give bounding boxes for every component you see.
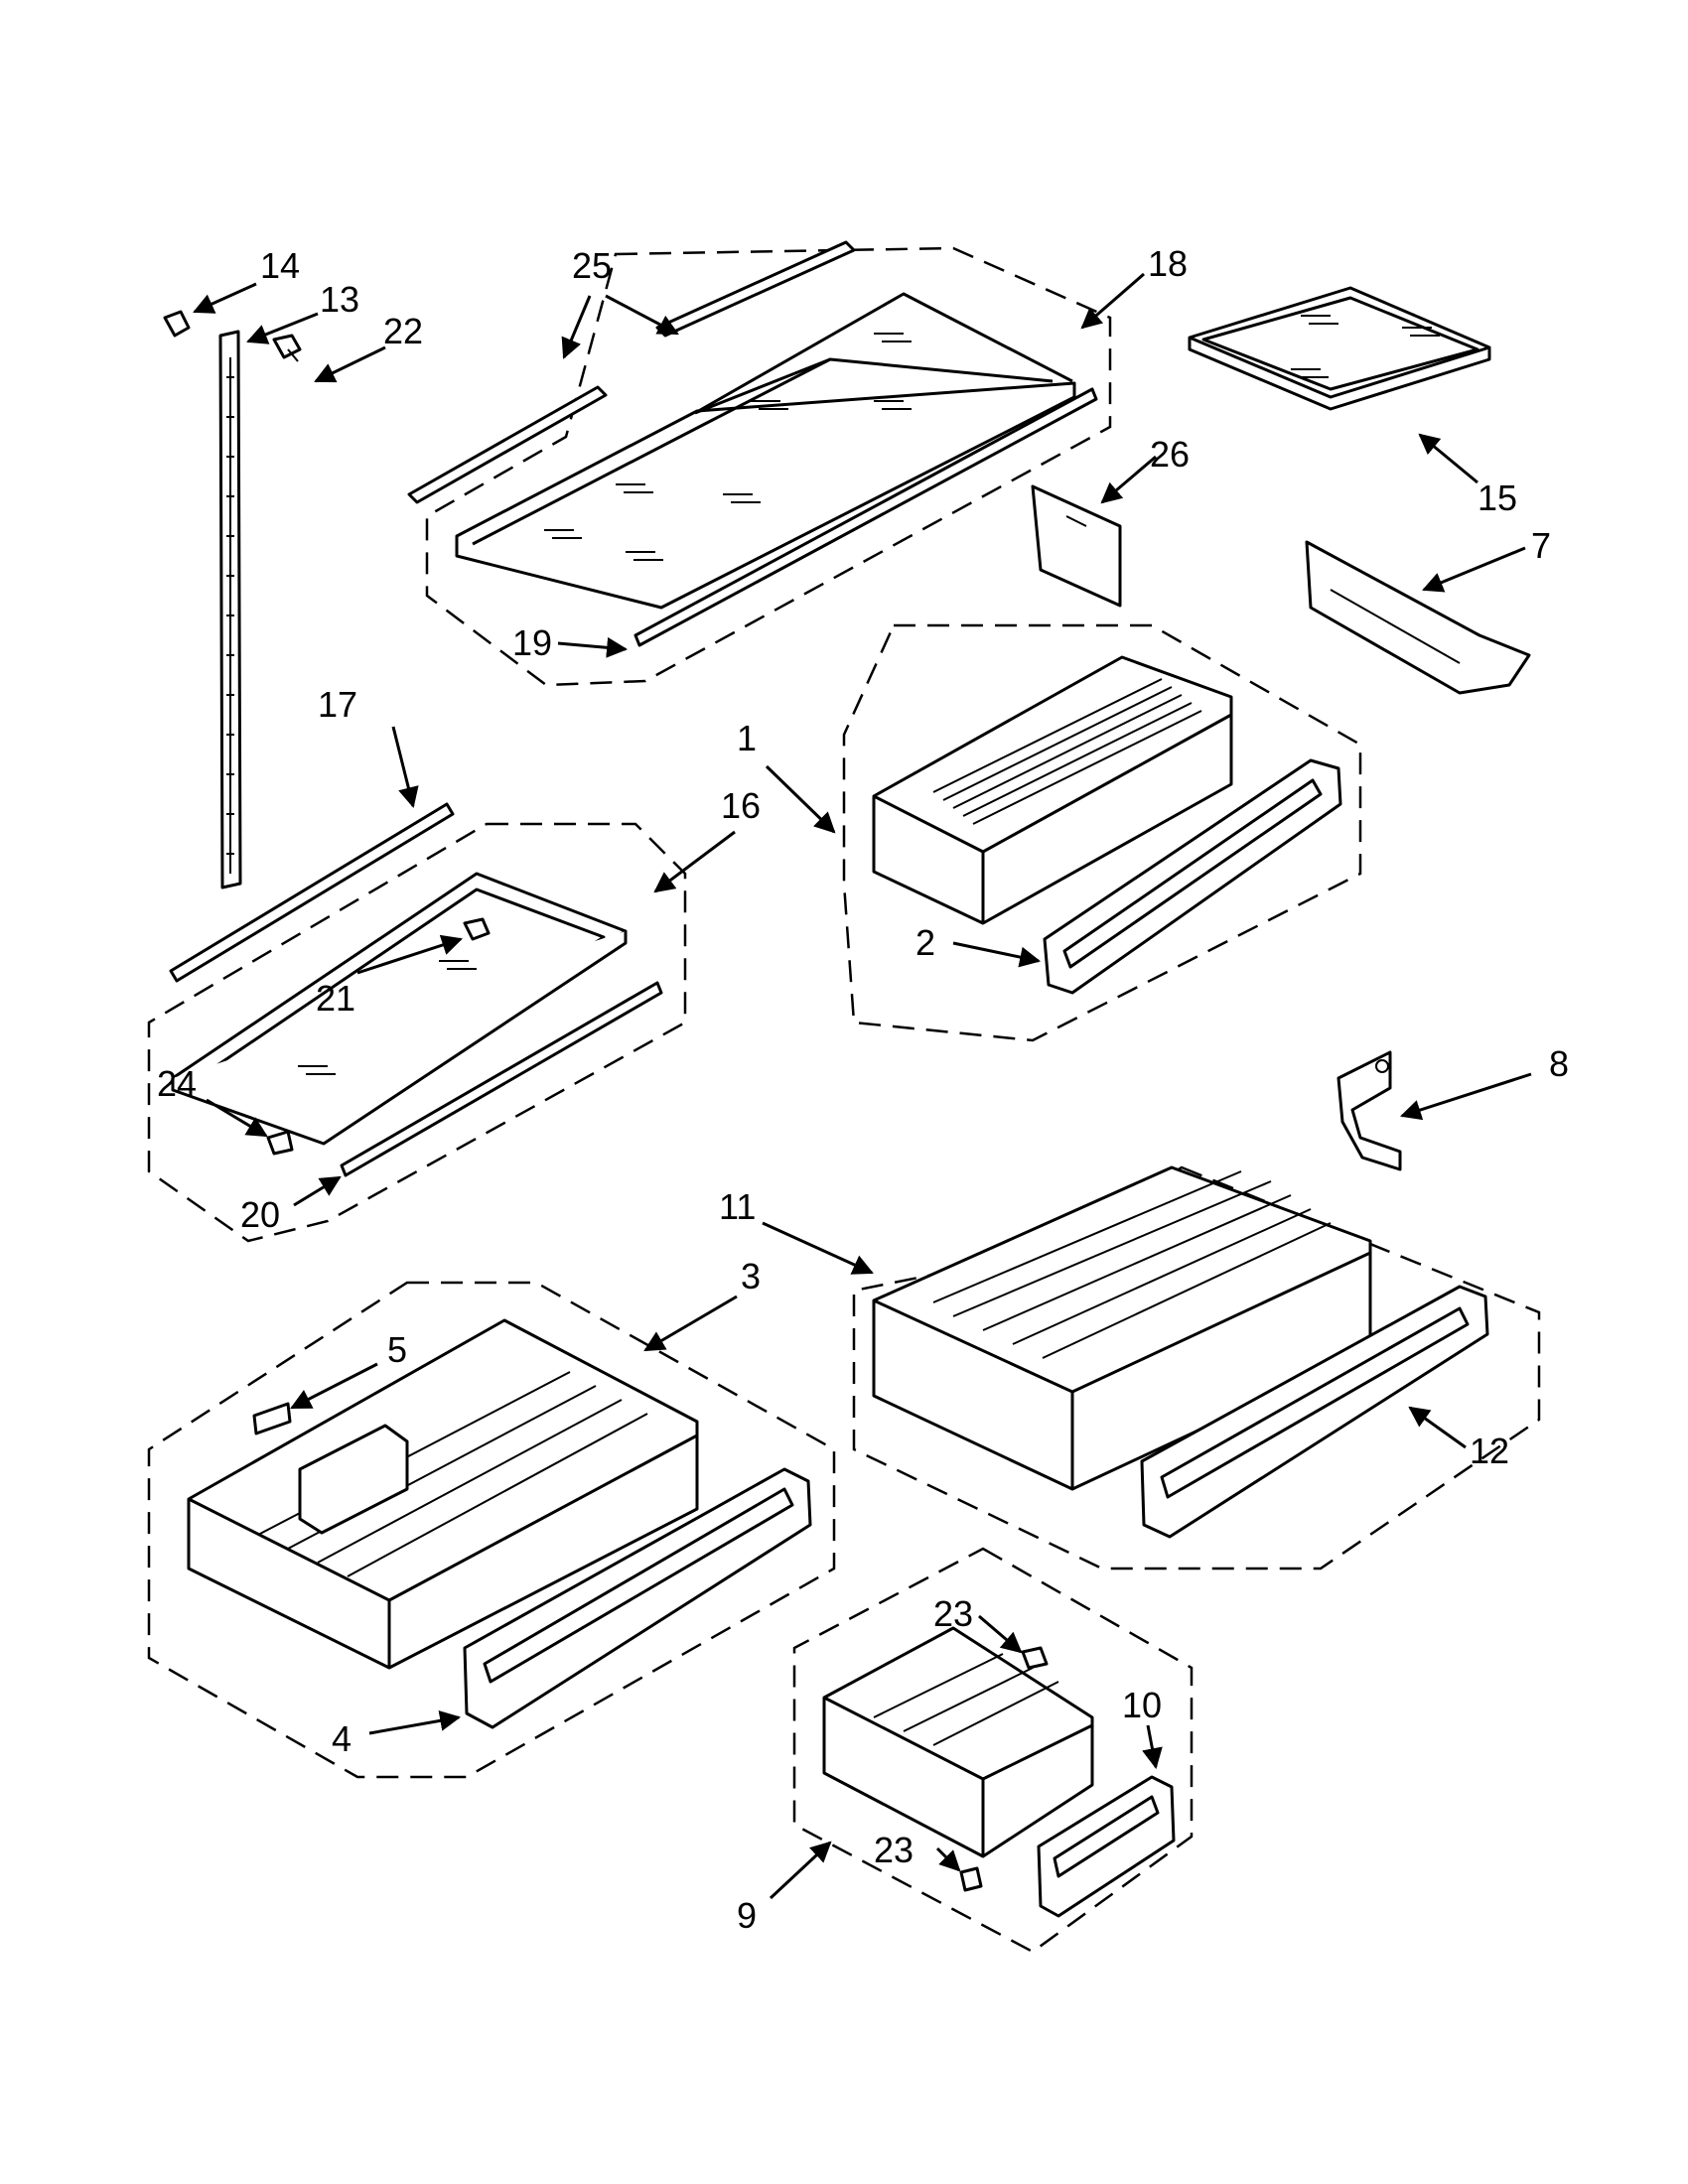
callout-13: 13 [320, 279, 359, 320]
callout-23-top: 23 [933, 1593, 973, 1634]
callout-25: 25 [572, 245, 612, 286]
mounting-bracket [1336, 1050, 1402, 1171]
callout-7: 7 [1531, 525, 1551, 566]
callout-14: 14 [260, 245, 300, 286]
drawer-group-small [792, 1547, 1194, 1954]
middle-shelf-group [147, 802, 687, 1243]
divider-panel [1031, 484, 1122, 608]
small-glass-shelf [1188, 286, 1491, 411]
callout-1: 1 [737, 718, 757, 758]
rail-clip [163, 310, 191, 338]
rail-screw [272, 334, 302, 362]
callout-26: 26 [1150, 434, 1190, 475]
upper-shelf-group [407, 240, 1112, 687]
callout-2: 2 [915, 922, 935, 963]
drawer-group-right [852, 1165, 1541, 1570]
callout-5: 5 [387, 1329, 407, 1370]
callout-9: 9 [737, 1895, 757, 1936]
callout-20: 20 [240, 1194, 280, 1235]
callout-8: 8 [1549, 1043, 1569, 1084]
callout-22: 22 [383, 311, 423, 351]
callout-15: 15 [1477, 478, 1517, 518]
drawer-group-left [147, 1281, 836, 1779]
crisper-cover [1305, 540, 1531, 695]
shelf-ladder-rail [218, 330, 242, 889]
callout-19: 19 [512, 622, 552, 663]
leader-lines [193, 272, 1532, 1900]
callout-3: 3 [741, 1256, 761, 1297]
callout-24: 24 [157, 1063, 197, 1104]
callout-4: 4 [332, 1718, 352, 1759]
callout-17: 17 [318, 684, 357, 725]
callout-10: 10 [1122, 1685, 1162, 1725]
callout-23-bottom: 23 [874, 1830, 914, 1870]
drawer-group-upper [842, 623, 1362, 1042]
callout-16: 16 [721, 785, 761, 826]
callout-21: 21 [316, 978, 355, 1019]
callout-12: 12 [1470, 1431, 1509, 1471]
callout-18: 18 [1148, 243, 1188, 284]
callout-11: 11 [719, 1186, 756, 1227]
